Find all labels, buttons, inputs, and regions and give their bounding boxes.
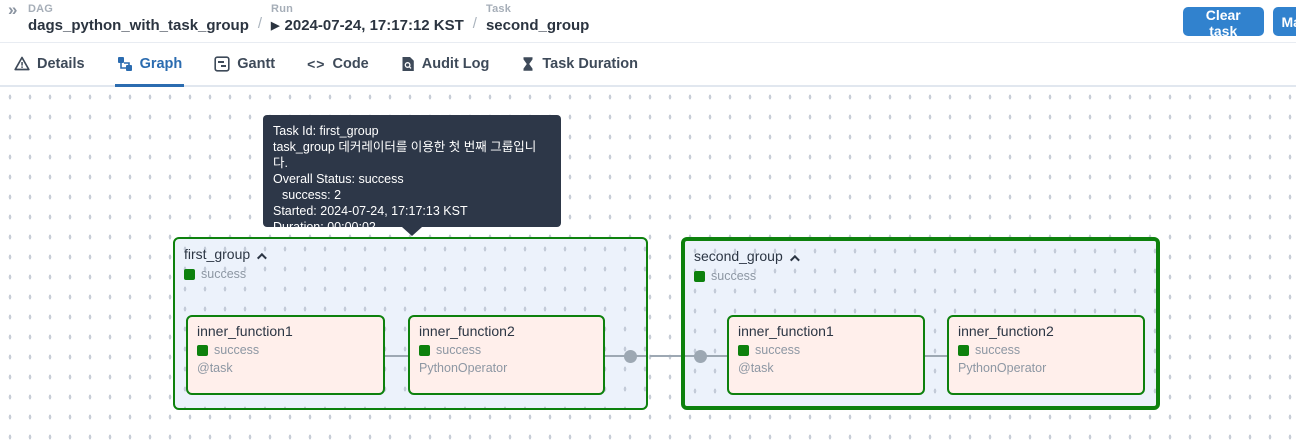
tooltip-task-id: Task Id: first_group <box>273 124 379 138</box>
task-title: inner_function2 <box>419 323 515 339</box>
header-bar: » DAG dags_python_with_task_group / Run … <box>0 0 1296 43</box>
task-operator-label: PythonOperator <box>419 361 508 375</box>
tooltip-duration: Duration: 00:00:02 <box>273 220 376 234</box>
graph-icon <box>117 56 132 71</box>
breadcrumb-dag-value[interactable]: dags_python_with_task_group <box>28 17 249 34</box>
edge-line <box>385 355 408 357</box>
gantt-icon <box>214 55 230 72</box>
tooltip-description: task_group 데커레이터를 이용한 첫 번째 그룹입니다. <box>273 140 537 170</box>
success-status-icon <box>419 344 430 356</box>
task-operator-label: @task <box>197 361 233 375</box>
success-status-icon <box>197 344 208 356</box>
edge-junction-dot <box>624 350 637 363</box>
tab-details[interactable]: Details <box>12 43 87 87</box>
header-action-buttons: Clear task Ma <box>1183 7 1296 39</box>
breadcrumb-separator: / <box>472 15 477 32</box>
group-header: first_group success <box>175 239 646 281</box>
breadcrumb-dag: DAG dags_python_with_task_group <box>28 3 249 34</box>
breadcrumb-run-label: Run <box>271 3 294 15</box>
group-header: second_group success <box>685 241 1156 283</box>
task-title: inner_function1 <box>738 323 834 339</box>
audit-log-icon <box>402 56 414 71</box>
breadcrumb-task-label: Task <box>485 3 512 15</box>
code-brackets-icon: <> <box>307 55 326 72</box>
tab-task-duration-label: Task Duration <box>542 55 638 72</box>
tab-code[interactable]: <> Code <box>305 43 371 87</box>
sidebar-expand-icon[interactable]: » <box>8 0 18 19</box>
warning-triangle-icon <box>14 56 30 71</box>
clear-task-button[interactable]: Clear task <box>1183 7 1264 39</box>
success-status-icon <box>184 268 195 280</box>
group-title: first_group <box>184 246 251 262</box>
tooltip-overall-status: Overall Status: success <box>273 172 404 186</box>
hourglass-icon <box>523 56 533 71</box>
task-status-label: success <box>214 343 260 357</box>
breadcrumb-run: Run ▶ 2024-07-24, 17:17:12 KST <box>271 3 464 34</box>
tooltip-arrow <box>402 227 422 236</box>
tab-graph-label: Graph <box>139 55 183 72</box>
tab-gantt[interactable]: Gantt <box>212 43 277 87</box>
play-icon: ▶ <box>271 20 280 32</box>
tab-bar: Details Graph Gantt <> Code Audit Log Ta… <box>0 43 1296 87</box>
tab-gantt-label: Gantt <box>237 55 276 72</box>
task-node-first-inner-function1[interactable]: inner_function1 success @task <box>186 315 385 395</box>
success-status-icon <box>694 270 705 282</box>
tab-audit-log[interactable]: Audit Log <box>399 43 492 87</box>
edge-line <box>925 355 947 357</box>
collapse-caret-icon[interactable] <box>789 254 800 265</box>
breadcrumb-dag-label: DAG <box>28 3 54 15</box>
graph-canvas[interactable]: Task Id: first_group task_group 데커레이터를 이… <box>0 87 1296 447</box>
task-group-first-group[interactable]: first_group success inner_function1 succ… <box>173 237 648 410</box>
task-node-first-inner-function2[interactable]: inner_function2 success PythonOperator <box>408 315 605 395</box>
breadcrumb: DAG dags_python_with_task_group / Run ▶ … <box>28 3 589 34</box>
edge-junction-dot <box>694 350 707 363</box>
tooltip-started: Started: 2024-07-24, 17:17:13 KST <box>273 204 468 218</box>
tab-graph[interactable]: Graph <box>114 43 185 87</box>
task-group-second-group[interactable]: second_group success inner_function1 suc… <box>681 237 1160 410</box>
task-status-label: success <box>975 343 1021 357</box>
breadcrumb-task-value[interactable]: second_group <box>485 17 590 34</box>
task-operator-label: PythonOperator <box>958 361 1047 375</box>
tab-code-label: Code <box>332 55 369 72</box>
success-status-icon <box>958 344 969 356</box>
mark-state-button[interactable]: Ma <box>1272 7 1296 36</box>
tooltip-success-count: success: 2 <box>282 188 342 202</box>
task-title: inner_function1 <box>197 323 293 339</box>
breadcrumb-run-value[interactable]: ▶ 2024-07-24, 17:17:12 KST <box>271 17 464 34</box>
tab-audit-log-label: Audit Log <box>421 55 490 72</box>
task-node-second-inner-function1[interactable]: inner_function1 success @task <box>727 315 925 395</box>
task-status-label: success <box>755 343 801 357</box>
task-node-second-inner-function2[interactable]: inner_function2 success PythonOperator <box>947 315 1145 395</box>
edge-line <box>650 355 681 357</box>
group-status-label: success <box>711 269 757 283</box>
tab-details-label: Details <box>37 55 85 72</box>
group-status-label: success <box>201 267 247 281</box>
task-title: inner_function2 <box>958 323 1054 339</box>
success-status-icon <box>738 344 749 356</box>
task-status-label: success <box>436 343 482 357</box>
task-operator-label: @task <box>738 361 774 375</box>
breadcrumb-task: Task second_group <box>486 3 589 34</box>
collapse-caret-icon[interactable] <box>257 252 268 263</box>
task-group-tooltip: Task Id: first_group task_group 데커레이터를 이… <box>263 115 561 236</box>
breadcrumb-run-value-text: 2024-07-24, 17:17:12 KST <box>284 17 464 34</box>
tab-task-duration[interactable]: Task Duration <box>519 43 640 87</box>
group-title: second_group <box>694 248 783 264</box>
breadcrumb-separator: / <box>257 15 263 32</box>
